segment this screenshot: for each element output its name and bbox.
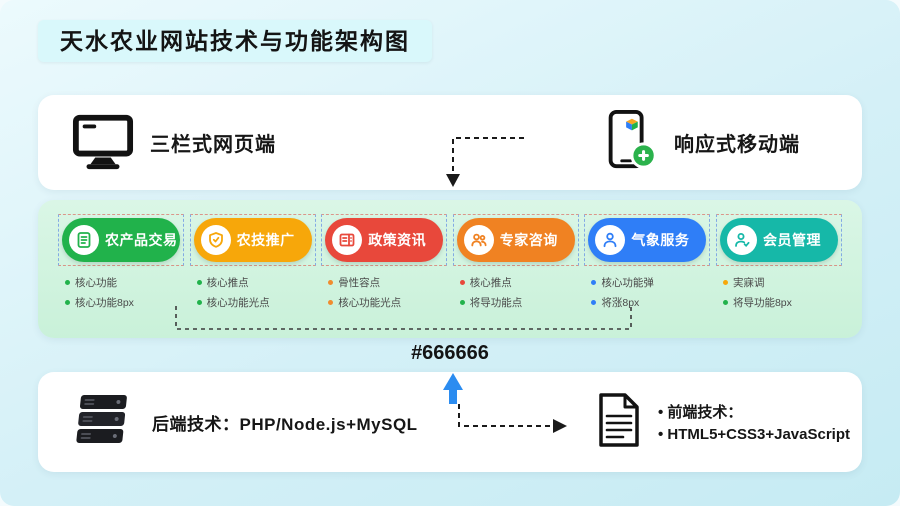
experts-icon	[463, 225, 494, 255]
web-device-label: 三栏式网页端	[150, 134, 276, 156]
mobile-device-label: 响应式移动端	[674, 134, 800, 156]
module-policy: 政策资讯 骨性容点 核心功能光点	[321, 214, 448, 310]
bullet-text: 将涨8px	[601, 297, 640, 309]
bullet-dot	[591, 300, 597, 305]
bullet-text: 核心功能弹	[601, 277, 654, 289]
bullet-item: 将导功能8px	[722, 295, 842, 310]
document-sheet-icon	[596, 392, 642, 453]
frontend-tech: • 前端技术： • HTML5+CSS3+JavaScript	[596, 372, 850, 472]
server-icon	[70, 387, 134, 458]
module-pill: 农产品交易	[62, 218, 180, 262]
bullet-item: 骨性容点	[328, 275, 447, 290]
bullet-dot	[328, 280, 334, 285]
badge-icon	[200, 225, 231, 255]
module-experts: 专家咨询 核心推点 将导功能点	[452, 214, 579, 310]
bullet-dot	[65, 300, 70, 305]
bullet-item: 核心功能光点	[196, 295, 316, 310]
bullet-text: 将导功能点	[469, 297, 523, 309]
bullet-item: 将涨8px	[591, 295, 710, 310]
bullet-item: 核心功能弹	[591, 275, 710, 290]
mobile-device: 响应式移动端	[602, 95, 800, 190]
module-pill: 农技推广	[193, 218, 312, 262]
module-bullets: 核心功能弹 将涨8px	[584, 275, 710, 310]
module-label: 政策资讯	[368, 232, 427, 248]
bullet-text: 実寐调	[732, 277, 765, 289]
module-bullets: 核心功能 核心功能8px	[58, 275, 184, 310]
selection-frame: 政策资讯	[321, 214, 448, 266]
bullet-text: 核心功能	[75, 277, 117, 289]
selection-frame: 专家咨询	[452, 214, 579, 266]
frontend-line-1: • 前端技术：	[658, 404, 743, 421]
selection-frame: 农产品交易	[58, 214, 184, 266]
module-label: 农产品交易	[105, 232, 178, 248]
module-bullets: 核心推点 将导功能点	[453, 275, 579, 310]
module-members: 会员管理 実寐调 将导功能8px	[715, 214, 842, 310]
module-bullets: 核心推点 核心功能光点	[190, 275, 316, 310]
module-weather: 气象服务 核心功能弹 将涨8px	[584, 214, 711, 310]
bullet-text: 核心功能8px	[75, 297, 134, 309]
bullet-item: 核心推点	[196, 275, 316, 290]
page-title: 天水农业网站技术与功能架构图	[38, 20, 432, 62]
bullet-item: 核心功能光点	[328, 295, 447, 310]
module-bullets: 骨性容点 核心功能光点	[321, 275, 447, 310]
color-code-label: #666666	[411, 342, 489, 364]
news-icon	[332, 225, 363, 255]
bullet-dot	[65, 280, 70, 285]
member-icon	[726, 225, 757, 255]
bullet-text: 核心功能光点	[206, 297, 270, 309]
bullet-item: 実寐调	[722, 275, 842, 290]
document-icon	[69, 225, 99, 255]
bullet-dot	[722, 300, 728, 305]
person-icon	[595, 225, 626, 255]
bullet-text: 骨性容点	[338, 277, 381, 289]
bullet-dot	[328, 300, 334, 305]
backend-tech: 后端技术：PHP/Node.js+MySQL	[70, 372, 418, 472]
bullet-item: 将导功能点	[459, 295, 579, 310]
bullet-item: 核心推点	[459, 275, 579, 290]
selection-frame: 气象服务	[584, 214, 711, 266]
frontend-line-2: • HTML5+CSS3+JavaScript	[658, 426, 850, 443]
bullet-dot	[459, 300, 465, 305]
bullet-text: 核心功能光点	[338, 297, 402, 309]
bullet-dot	[196, 300, 202, 305]
module-trade: 农产品交易 核心功能 核心功能8px	[58, 214, 184, 310]
bullet-text: 将导功能8px	[732, 297, 792, 309]
backend-tech-label: 后端技术：PHP/Node.js+MySQL	[152, 414, 418, 434]
module-pill: 会员管理	[719, 218, 838, 262]
web-device: 三栏式网页端	[72, 95, 276, 190]
frontend-tech-lines: • 前端技术： • HTML5+CSS3+JavaScript	[658, 401, 850, 443]
module-agritech: 农技推广 核心推点 核心功能光点	[189, 214, 316, 310]
bullet-text: 核心推点	[469, 277, 512, 289]
module-pill: 政策资讯	[325, 218, 444, 262]
selection-frame: 会员管理	[715, 214, 842, 266]
bullet-item: 核心功能	[65, 275, 184, 290]
module-list: 农产品交易 核心功能 核心功能8px	[58, 214, 842, 310]
bullet-dot	[591, 280, 597, 285]
module-label: 专家咨询	[499, 232, 558, 248]
module-label: 农技推广	[236, 232, 295, 248]
bullet-text: 核心推点	[206, 277, 249, 289]
phone-plus-icon	[602, 109, 658, 176]
monitor-icon	[72, 109, 134, 176]
bullet-dot	[459, 280, 465, 285]
module-bullets: 実寐调 将导功能8px	[716, 275, 842, 310]
selection-frame: 农技推广	[189, 214, 316, 266]
bullet-dot	[196, 280, 202, 285]
bullet-item: 核心功能8px	[65, 295, 184, 310]
module-pill: 专家咨询	[456, 218, 575, 262]
bullet-dot	[722, 280, 728, 285]
module-label: 会员管理	[762, 232, 821, 248]
module-pill: 气象服务	[588, 218, 707, 262]
module-label: 气象服务	[631, 232, 690, 248]
